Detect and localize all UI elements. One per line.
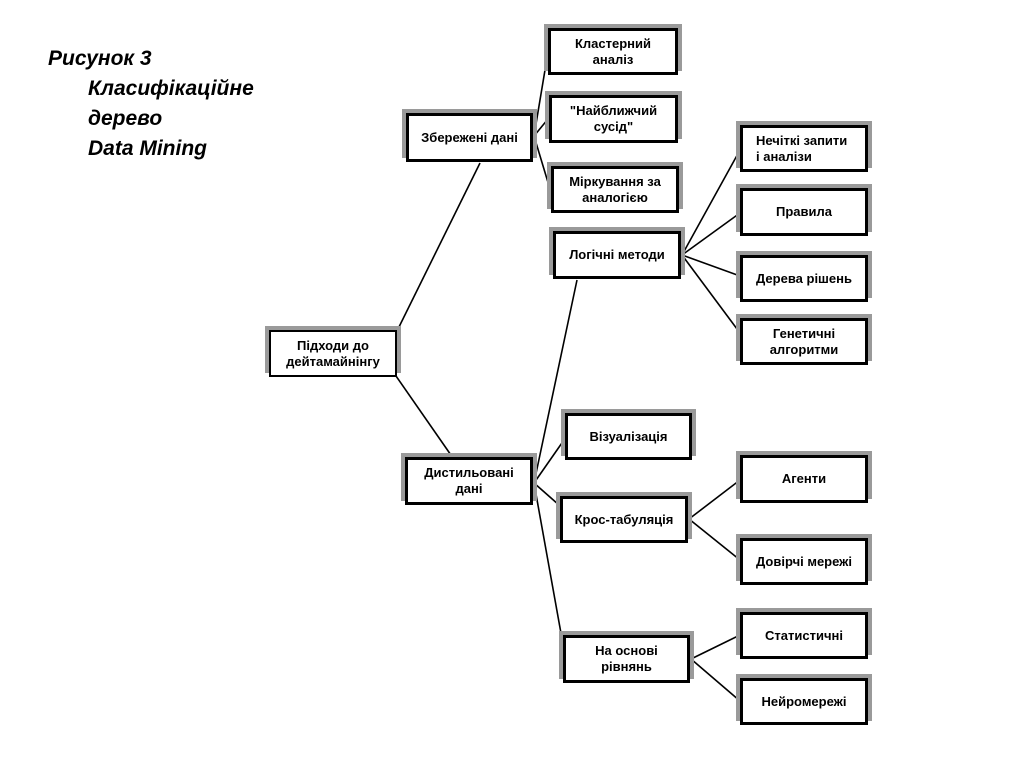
figure-caption-line: Data Mining (88, 137, 207, 160)
connector-dystylovani-lohichni (533, 279, 578, 484)
node-label: Довірчі мережі (755, 553, 853, 569)
node-fuzzy-queries[interactable]: Нечіткі запити і аналізи (740, 125, 868, 172)
node-label: Правила (776, 204, 832, 220)
connector-kros-ahenty (688, 479, 741, 520)
connector-zberezheni-naiblyzhchyi (533, 118, 549, 137)
node-nearest-neighbor[interactable]: "Найближчий сусід" (549, 95, 678, 143)
figure-label: Рисунок 3 (48, 47, 152, 70)
connector-naosnovi-neiromerezhi (690, 658, 741, 702)
connector-naosnovi-statystychni (690, 634, 741, 660)
node-label: Міркування за аналогією (569, 173, 661, 205)
node-rules[interactable]: Правила (740, 188, 868, 236)
node-reasoning-by-analogy[interactable]: Міркування за аналогією (551, 166, 679, 213)
node-label: Логічні методи (569, 247, 665, 263)
node-genetic-algorithms[interactable]: Генетичні алгоритми (740, 318, 868, 365)
connector-zberezheni-klasternyi (533, 51, 549, 137)
connector-zberezheni-root (396, 162, 481, 332)
node-label: На основі рівнянь (595, 643, 658, 674)
node-stored-data[interactable]: Збережені дані (406, 113, 533, 162)
connector-lohichni-nechitki (681, 149, 741, 256)
connector-lohichni-dereva (681, 254, 741, 277)
node-label: Нейромережі (761, 693, 847, 709)
node-logical-methods[interactable]: Логічні методи (553, 231, 681, 279)
connector-lohichni-henetychni (681, 254, 741, 334)
node-agents[interactable]: Агенти (740, 455, 868, 503)
node-distilled-data[interactable]: Дистильовані дані (405, 457, 533, 505)
node-label: Статистичні (765, 627, 843, 643)
node-label: Крос-табуляція (574, 511, 674, 527)
node-label: Дерева рішень (756, 270, 852, 286)
node-visualization[interactable]: Візуалізація (565, 413, 692, 460)
node-neural-networks[interactable]: Нейромережі (740, 678, 868, 725)
figure-caption-line: дерево (88, 107, 163, 130)
figure-caption-line: Класифікаційне (88, 77, 254, 100)
connector-dystylovani-naosnovi (533, 482, 565, 651)
node-decision-trees[interactable]: Дерева рішень (740, 255, 868, 302)
node-label: Підходи до дейтамайнінгу (286, 337, 380, 369)
node-label: Дистильовані дані (424, 465, 514, 496)
node-label: Нечіткі запити і аналізи (756, 132, 848, 164)
node-equation-based[interactable]: На основі рівнянь (563, 635, 690, 683)
node-label: Генетичні алгоритми (769, 325, 839, 357)
node-belief-networks[interactable]: Довірчі мережі (740, 538, 868, 585)
connector-kros-dovirchi (688, 518, 741, 561)
node-label: "Найближчий сусід" (569, 103, 658, 134)
figure-title: Рисунок 3 Класифікаційне дерево Data Min… (48, 44, 254, 164)
node-label: Візуалізація (589, 428, 668, 444)
connector-dystylovani-vizualizatsiia (533, 439, 565, 484)
node-cross-tabulation[interactable]: Крос-табуляція (560, 496, 688, 543)
node-cluster-analysis[interactable]: Кластерний аналіз (548, 28, 678, 75)
connector-dystylovani-kros (533, 482, 560, 506)
connector-lohichni-pravyla (681, 212, 741, 256)
node-statistical[interactable]: Статистичні (740, 612, 868, 659)
node-label: Кластерний аналіз (574, 35, 652, 67)
node-label: Збережені дані (421, 129, 518, 145)
connector-zberezheni-mirkuvannia (533, 135, 551, 190)
connector-root-dystylovani (395, 375, 454, 459)
node-approaches-root[interactable]: Підходи до дейтамайнінгу (269, 330, 397, 377)
node-label: Агенти (781, 471, 827, 487)
